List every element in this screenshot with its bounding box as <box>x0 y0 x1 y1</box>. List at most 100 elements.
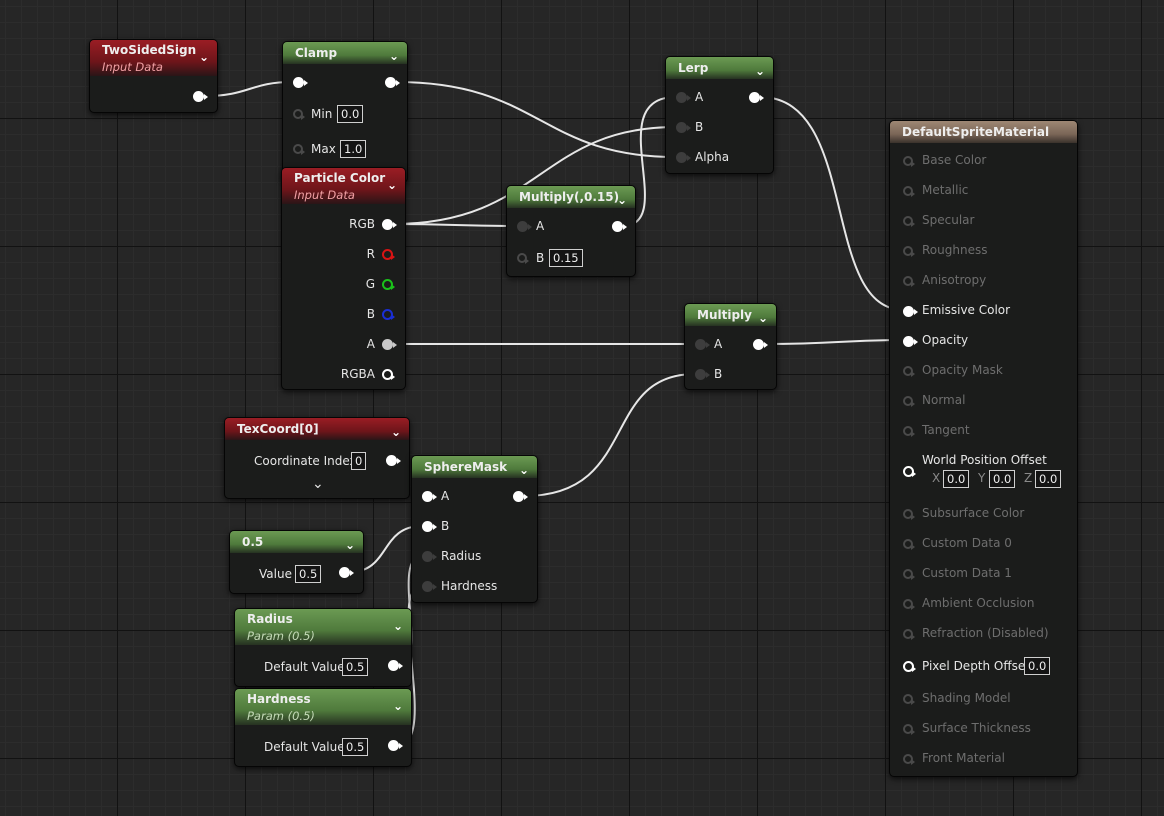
node-header[interactable]: Clamp ⌄ <box>283 42 407 64</box>
subsurface-color-pin[interactable] <box>903 509 915 520</box>
chevron-down-icon[interactable]: ⌄ <box>616 193 627 207</box>
metallic-pin[interactable] <box>903 186 915 197</box>
node-header[interactable]: Hardness Param (0.5) ⌄ <box>235 689 411 725</box>
custom-data-0-pin[interactable] <box>903 539 915 550</box>
node-texcoord[interactable]: TexCoord[0] ⌄ Coordinate Index 0 ⌄ <box>224 417 410 499</box>
default-value-field[interactable]: 0.5 <box>342 658 369 676</box>
coordinate-index-field[interactable]: 0 <box>351 452 367 470</box>
specular-pin[interactable] <box>903 216 915 227</box>
custom-data-1-pin[interactable] <box>903 569 915 580</box>
pixel-depth-offset-field[interactable]: 0.0 <box>1024 657 1051 675</box>
node-material-result[interactable]: DefaultSpriteMaterial Base Color Metalli… <box>889 120 1078 777</box>
node-hardness-param[interactable]: Hardness Param (0.5) ⌄ Default Value 0.5 <box>234 688 412 767</box>
r-output-pin[interactable] <box>382 249 395 260</box>
output-pin[interactable] <box>388 660 403 671</box>
chevron-down-icon[interactable]: ⌄ <box>518 463 529 477</box>
node-header[interactable]: Multiply ⌄ <box>685 304 776 326</box>
node-header[interactable]: 0.5 ⌄ <box>230 531 363 553</box>
chevron-down-icon[interactable]: ⌄ <box>754 64 765 78</box>
chevron-down-icon[interactable]: ⌄ <box>388 49 399 63</box>
refraction-pin[interactable] <box>903 629 915 640</box>
wpo-y-field[interactable]: 0.0 <box>989 470 1016 488</box>
node-constant-05[interactable]: 0.5 ⌄ Value 0.5 <box>229 530 364 594</box>
chevron-down-icon[interactable]: ⌄ <box>198 50 209 64</box>
node-radius-param[interactable]: Radius Param (0.5) ⌄ Default Value 0.5 <box>234 608 412 687</box>
output-pin[interactable] <box>386 455 401 466</box>
node-header[interactable]: TwoSidedSign Input Data ⌄ <box>90 40 217 76</box>
node-two-sided-sign[interactable]: TwoSidedSign Input Data ⌄ <box>89 39 218 113</box>
min-value-field[interactable]: 0.0 <box>337 105 364 123</box>
node-sphere-mask[interactable]: SphereMask ⌄ A B Radius Hardness <box>411 455 538 603</box>
default-value-field[interactable]: 0.5 <box>342 738 369 756</box>
node-header[interactable]: DefaultSpriteMaterial <box>890 121 1077 143</box>
base-color-pin[interactable] <box>903 156 915 167</box>
chevron-down-icon[interactable]: ⌄ <box>392 699 403 713</box>
node-header[interactable]: TexCoord[0] ⌄ <box>225 418 409 440</box>
node-header[interactable]: Radius Param (0.5) ⌄ <box>235 609 411 645</box>
output-pin[interactable] <box>513 491 528 502</box>
node-particle-color[interactable]: Particle Color Input Data ⌄ RGB R G B A … <box>281 167 406 390</box>
wpo-z-field[interactable]: 0.0 <box>1035 470 1062 488</box>
b-input-pin[interactable] <box>695 369 710 380</box>
output-pin[interactable] <box>388 740 403 751</box>
chevron-down-icon[interactable]: ⌄ <box>757 311 768 325</box>
node-header[interactable]: Lerp ⌄ <box>666 57 773 79</box>
output-pin[interactable] <box>753 339 768 350</box>
opacity-pin[interactable] <box>903 336 918 347</box>
coordinate-index-label: Coordinate Index <box>254 454 357 468</box>
output-pin[interactable] <box>612 221 627 232</box>
b-input-pin[interactable] <box>676 122 691 133</box>
node-multiply-015[interactable]: Multiply(,0.15) ⌄ A B 0.15 <box>506 185 636 277</box>
surface-thickness-pin[interactable] <box>903 724 915 735</box>
expand-advanced-icon[interactable]: ⌄ <box>312 476 324 492</box>
chevron-down-icon[interactable]: ⌄ <box>390 425 401 439</box>
output-pin[interactable] <box>193 91 208 102</box>
node-lerp[interactable]: Lerp ⌄ A B Alpha <box>665 56 774 174</box>
b-output-pin[interactable] <box>382 309 395 320</box>
a-input-pin[interactable] <box>676 92 691 103</box>
min-pin[interactable] <box>293 109 305 120</box>
ambient-occlusion-pin[interactable] <box>903 599 915 610</box>
output-pin[interactable] <box>749 92 764 103</box>
node-header[interactable]: SphereMask ⌄ <box>412 456 537 478</box>
shading-model-pin[interactable] <box>903 694 915 705</box>
chevron-down-icon[interactable]: ⌄ <box>386 178 397 192</box>
node-header[interactable]: Particle Color Input Data ⌄ <box>282 168 405 204</box>
chevron-down-icon[interactable]: ⌄ <box>344 538 355 552</box>
world-position-offset-pin[interactable] <box>903 466 916 477</box>
normal-pin[interactable] <box>903 396 915 407</box>
a-input-pin[interactable] <box>422 491 437 502</box>
value-field[interactable]: 0.5 <box>295 565 322 583</box>
radius-input-pin[interactable] <box>422 551 437 562</box>
alpha-input-pin[interactable] <box>676 152 691 163</box>
node-clamp[interactable]: Clamp ⌄ Min 0.0 Max 1.0 <box>282 41 408 183</box>
b-input-pin[interactable] <box>422 521 437 532</box>
rgba-output-pin[interactable] <box>382 369 395 380</box>
g-output-pin[interactable] <box>382 279 395 290</box>
roughness-pin[interactable] <box>903 246 915 257</box>
max-pin[interactable] <box>293 144 305 155</box>
b-value-field[interactable]: 0.15 <box>549 249 583 267</box>
front-material-pin[interactable] <box>903 754 915 765</box>
node-multiply[interactable]: Multiply ⌄ A B <box>684 303 777 390</box>
b-input-pin[interactable] <box>517 253 529 264</box>
chevron-down-icon[interactable]: ⌄ <box>392 619 403 633</box>
input-refraction: Refraction (Disabled) <box>922 626 1049 640</box>
output-pin[interactable] <box>385 77 400 88</box>
hardness-input-pin[interactable] <box>422 581 437 592</box>
a-output-pin[interactable] <box>382 339 397 350</box>
pixel-depth-offset-pin[interactable] <box>903 661 916 672</box>
output-pin[interactable] <box>339 567 354 578</box>
opacity-mask-pin[interactable] <box>903 366 915 377</box>
rgb-output-pin[interactable] <box>382 219 397 230</box>
tangent-pin[interactable] <box>903 426 915 437</box>
input-pin[interactable] <box>293 77 308 88</box>
max-value-field[interactable]: 1.0 <box>340 140 367 158</box>
a-input-pin[interactable] <box>695 339 710 350</box>
wpo-x-field[interactable]: 0.0 <box>943 470 970 488</box>
emissive-color-pin[interactable] <box>903 306 918 317</box>
node-header[interactable]: Multiply(,0.15) ⌄ <box>507 186 635 208</box>
default-value-label: Default Value <box>264 660 345 674</box>
a-input-pin[interactable] <box>517 221 532 232</box>
anisotropy-pin[interactable] <box>903 276 915 287</box>
